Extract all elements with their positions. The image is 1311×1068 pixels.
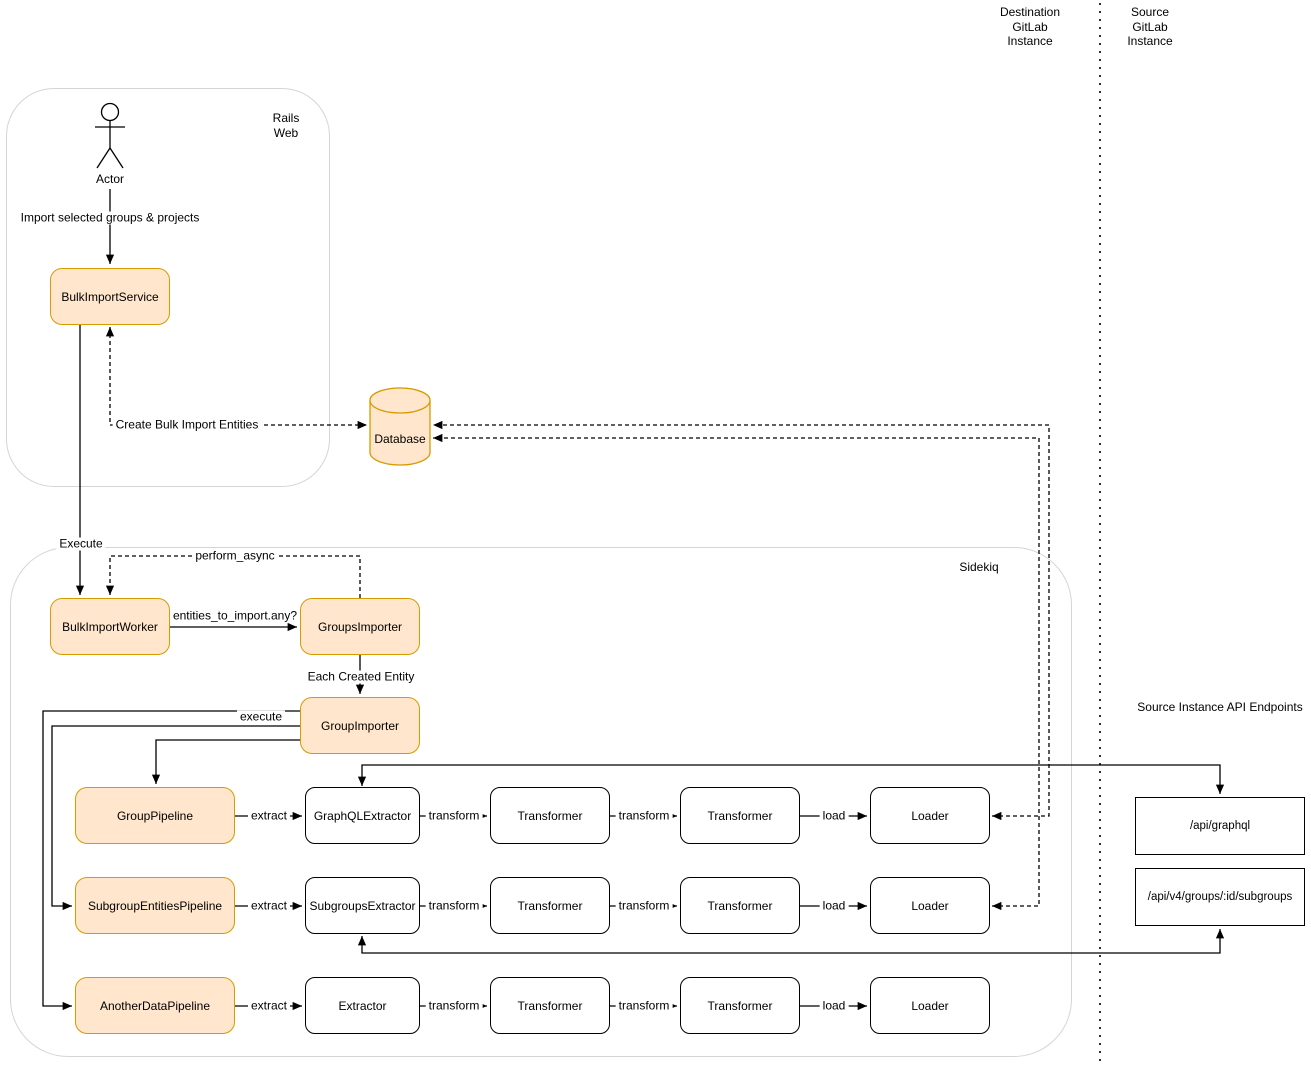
node-loader-row2: Loader (870, 877, 990, 934)
edge-execute-to-group-pipeline (151, 739, 300, 784)
label-extract-row3: extract (247, 999, 291, 1013)
node-graphql-extractor: GraphQLExtractor (305, 787, 420, 844)
node-transformer-row2-b: Transformer (680, 877, 800, 934)
api-endpoints-title: Source Instance API Endpoints (1137, 700, 1303, 714)
database-cylinder (369, 387, 431, 466)
node-extractor: Extractor (305, 977, 420, 1034)
node-groups-importer: GroupsImporter (300, 598, 420, 655)
node-loader-row1: Loader (870, 787, 990, 844)
sidekiq-label: Sidekiq (959, 560, 999, 574)
edge-subgroups-extractor-api (357, 929, 1225, 954)
node-bulk-import-service: BulkImportService (50, 268, 170, 325)
node-transformer-row3-b: Transformer (680, 977, 800, 1034)
edge-create-bulk-import-entities (105, 326, 367, 430)
node-transformer-row2-a: Transformer (490, 877, 610, 934)
label-execute: Execute (56, 537, 106, 551)
node-bulk-import-worker: BulkImportWorker (50, 598, 170, 655)
label-entities-any: entities_to_import.any? (169, 609, 301, 623)
node-subgroups-extractor: SubgroupsExtractor (305, 877, 420, 934)
node-another-data-pipeline: AnotherDataPipeline (75, 977, 235, 1034)
label-transform1-row2: transform (425, 899, 483, 913)
node-subgroup-entities-pipeline: SubgroupEntitiesPipeline (75, 877, 235, 934)
destination-instance-label: Destination GitLab Instance (999, 5, 1061, 48)
source-instance-label: Source GitLab Instance (1127, 5, 1173, 48)
node-transformer-row1-b: Transformer (680, 787, 800, 844)
edge-loader-db-row1 (433, 420, 1050, 821)
label-transform2-row3: transform (615, 999, 673, 1013)
edge-loader-db-row2 (433, 433, 1040, 911)
rails-web-container (6, 88, 330, 487)
label-create-entities: Create Bulk Import Entities (112, 418, 262, 432)
label-transform1-row3: transform (425, 999, 483, 1013)
edge-execute-to-another-data-pipeline (42, 710, 300, 1011)
node-group-pipeline: GroupPipeline (75, 787, 235, 844)
label-execute-lower: execute (236, 710, 286, 724)
actor-icon (95, 102, 125, 169)
actor-label: Actor (95, 172, 124, 186)
node-loader-row3: Loader (870, 977, 990, 1034)
label-load-row3: load (819, 999, 849, 1013)
node-transformer-row1-a: Transformer (490, 787, 610, 844)
database-label: Database (374, 432, 426, 446)
label-transform1-row1: transform (425, 809, 483, 823)
edge-perform-async (105, 555, 361, 598)
label-transform2-row1: transform (615, 809, 673, 823)
label-import-selected: Import selected groups & projects (17, 211, 203, 225)
label-transform2-row2: transform (615, 899, 673, 913)
node-api-subgroups: /api/v4/groups/:id/subgroups (1135, 868, 1305, 926)
rails-web-label: Rails Web (272, 111, 300, 140)
label-each-created-entity: Each Created Entity (304, 670, 418, 684)
node-group-importer: GroupImporter (300, 697, 420, 754)
label-perform-async: perform_async (192, 549, 278, 563)
label-extract-row1: extract (247, 809, 291, 823)
label-extract-row2: extract (247, 899, 291, 913)
node-api-graphql: /api/graphql (1135, 797, 1305, 855)
edge-execute-to-subgroup-entities-pipeline (51, 725, 300, 911)
label-load-row1: load (819, 809, 849, 823)
label-load-row2: load (819, 899, 849, 913)
node-transformer-row3-a: Transformer (490, 977, 610, 1034)
